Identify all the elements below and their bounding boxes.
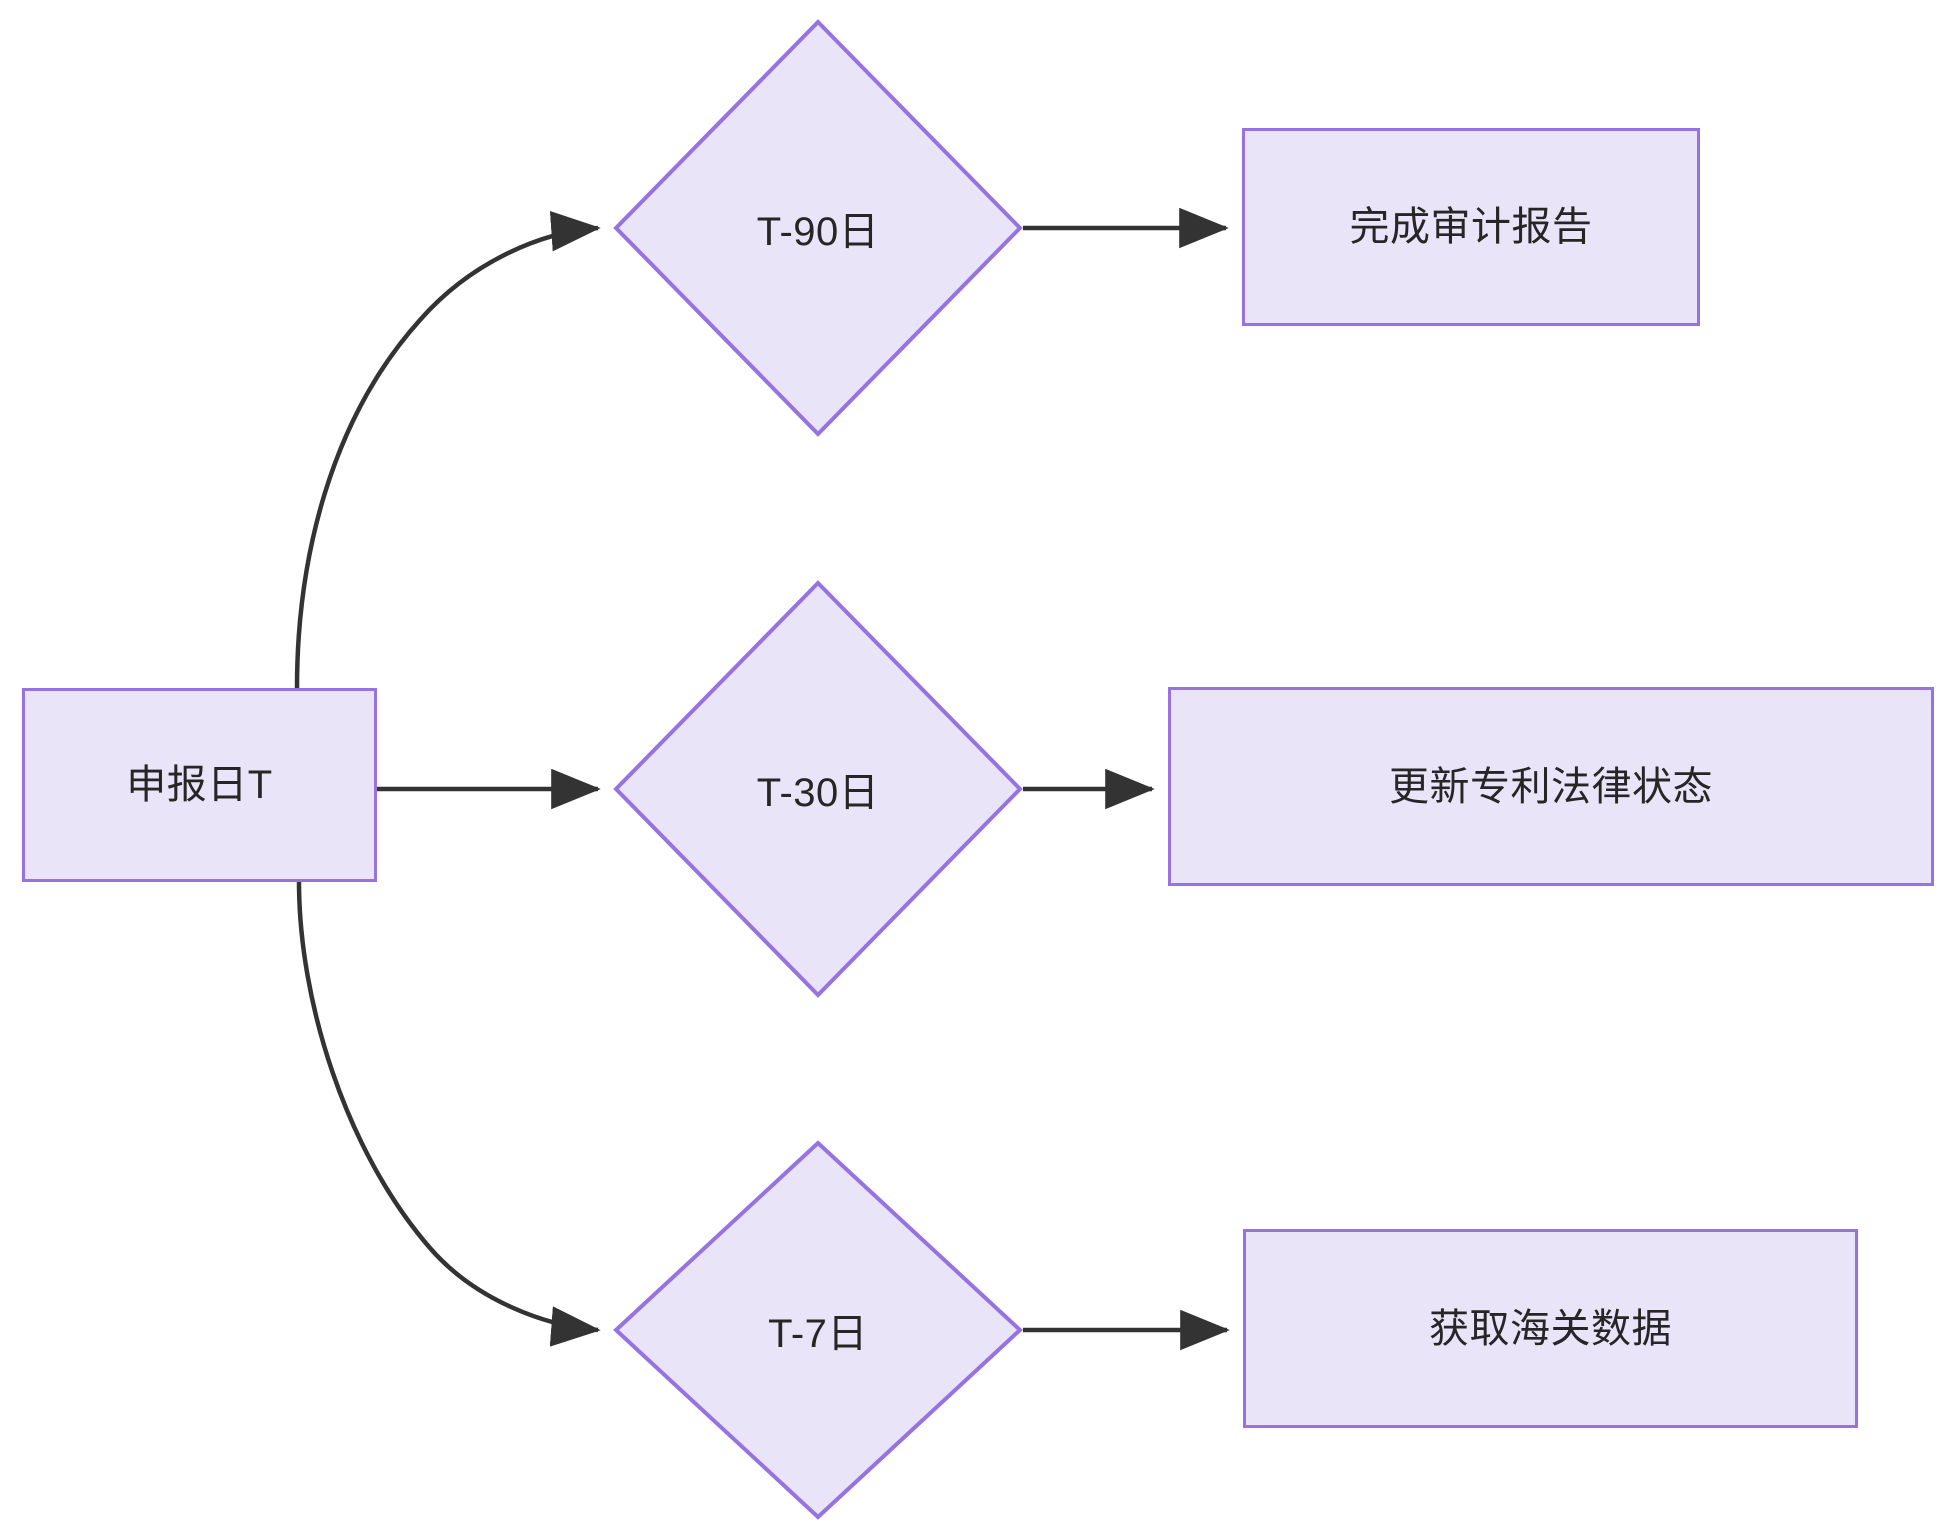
node-t90-task[interactable]: 完成审计报告 bbox=[1242, 128, 1700, 326]
node-t90-task-label: 完成审计报告 bbox=[1349, 205, 1593, 249]
node-start-label: 申报日T bbox=[126, 763, 273, 807]
node-t7-task[interactable]: 获取海关数据 bbox=[1243, 1229, 1858, 1428]
node-t7-label: T-7日 bbox=[768, 1312, 868, 1356]
node-t30-task[interactable]: 更新专利法律状态 bbox=[1168, 687, 1934, 886]
node-t30-label: T-30日 bbox=[756, 771, 880, 815]
diamond-shape-t7 bbox=[613, 1140, 1023, 1520]
node-start[interactable]: 申报日T bbox=[22, 688, 377, 882]
node-t7[interactable]: T-7日 bbox=[613, 1140, 1023, 1520]
node-t90[interactable]: T-90日 bbox=[613, 19, 1023, 437]
node-t30[interactable]: T-30日 bbox=[613, 580, 1023, 998]
edge-start-to-t7 bbox=[296, 881, 601, 1347]
diamond-shape-t30 bbox=[613, 580, 1023, 998]
node-t30-task-label: 更新专利法律状态 bbox=[1389, 764, 1713, 809]
diamond-shape-t90 bbox=[613, 19, 1023, 437]
node-t90-label: T-90日 bbox=[756, 210, 880, 254]
node-t7-task-label: 获取海关数据 bbox=[1429, 1306, 1672, 1351]
edge-start-to-t90 bbox=[294, 211, 601, 689]
